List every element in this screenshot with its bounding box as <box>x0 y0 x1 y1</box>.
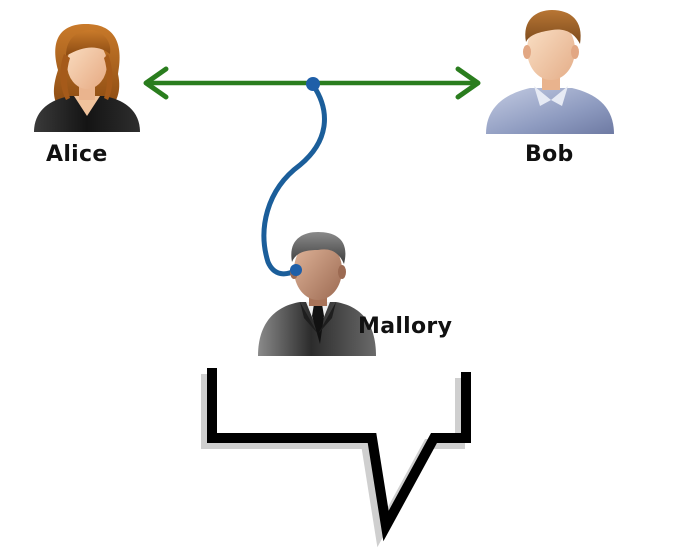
earpiece-icon <box>290 264 302 276</box>
mallory-label: Mallory <box>358 314 453 339</box>
speech-bubble-icon <box>201 368 471 548</box>
wiretap-cable-icon <box>261 77 327 277</box>
alice-label: Alice <box>46 142 108 167</box>
woman-avatar-icon <box>34 24 140 132</box>
tap-node <box>306 77 320 91</box>
spy-avatar-icon <box>258 232 376 356</box>
bob-label: Bob <box>525 142 574 167</box>
man-avatar-icon <box>486 10 614 134</box>
